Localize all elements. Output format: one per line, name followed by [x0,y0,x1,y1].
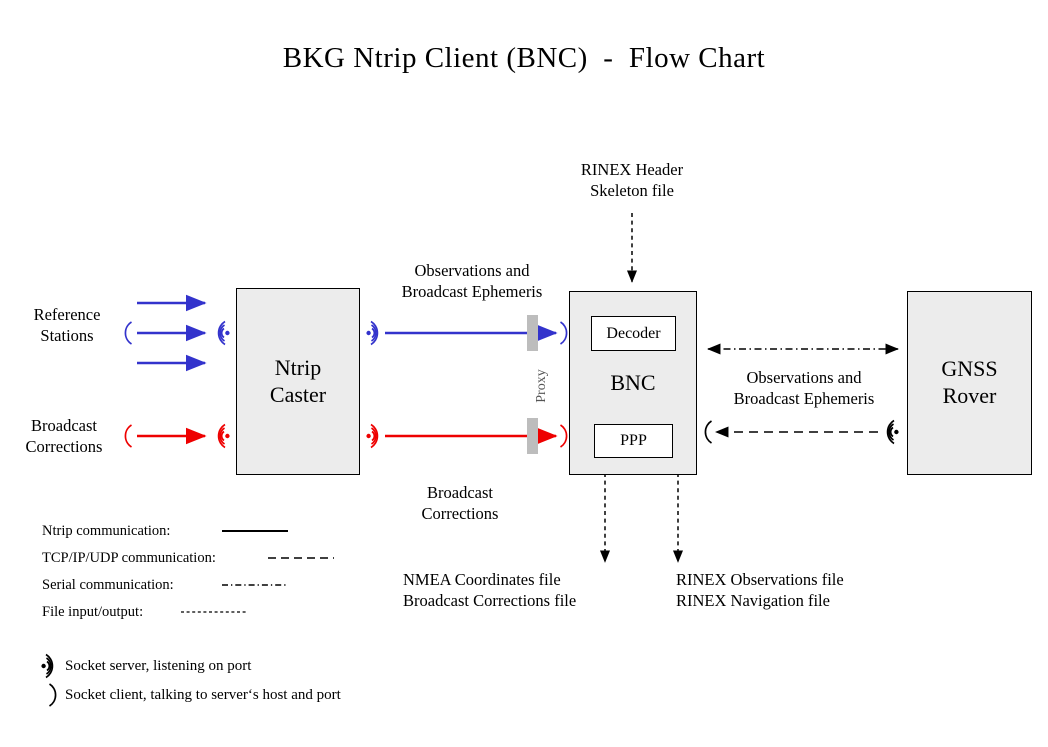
legend-socket-server-label: Socket server, listening on port [65,658,252,674]
legend-item-file-io: File input/output: [42,604,144,620]
legend-item-ntrip-communication: Ntrip communication: [42,523,171,539]
node-ntrip-caster[interactable]: Ntrip Caster [236,288,360,475]
legend-socket-client-label: Socket client, talking to server‘s host … [65,687,341,703]
bnc-in-socket-client-icon-blue [559,321,568,345]
legend-socket-client-icon [48,683,57,707]
broadcast-corrections-socket-client-icon [124,424,133,448]
legend-socket-server-icon [41,653,54,679]
decoder-label: Decoder [606,324,661,342]
bnc-in-socket-client-icon-red [559,424,568,448]
reference-stations-arrows [137,294,207,372]
bnc-right-socket-client-icon [704,420,713,444]
rover-socket-server-icon [886,419,899,445]
proxy-bar-bottom [527,418,538,454]
legend-item-serial-communication: Serial communication: [42,577,174,593]
bnc-label: BNC [610,369,656,395]
page-title: BKG Ntrip Client (BNC) - Flow Chart [282,42,766,74]
ntrip-caster-label-line1: Ntrip [274,354,322,380]
gnss-rover-label-line2: Rover [942,383,997,408]
caster-out-socket-server-icon-red [366,423,379,449]
caster-out-socket-server-icon-blue [366,320,379,346]
legend-item-tcpip-communication: TCP/IP/UDP communication: [42,550,216,566]
proxy-label: Proxy [534,369,549,403]
bnc-ppp-box[interactable]: PPP [594,424,673,458]
caster-in-socket-server-icon-blue [217,320,230,346]
caster-in-socket-server-icon-red [217,423,230,449]
ppp-label: PPP [620,432,647,449]
ntrip-caster-label-line2: Caster [269,381,327,407]
bnc-decoder-box[interactable]: Decoder [591,316,676,351]
proxy-bar-top [527,315,538,351]
gnss-rover-label-line1: GNSS [941,356,998,382]
node-gnss-rover[interactable]: GNSS Rover [907,291,1032,475]
reference-stations-socket-client-icon [124,321,133,345]
